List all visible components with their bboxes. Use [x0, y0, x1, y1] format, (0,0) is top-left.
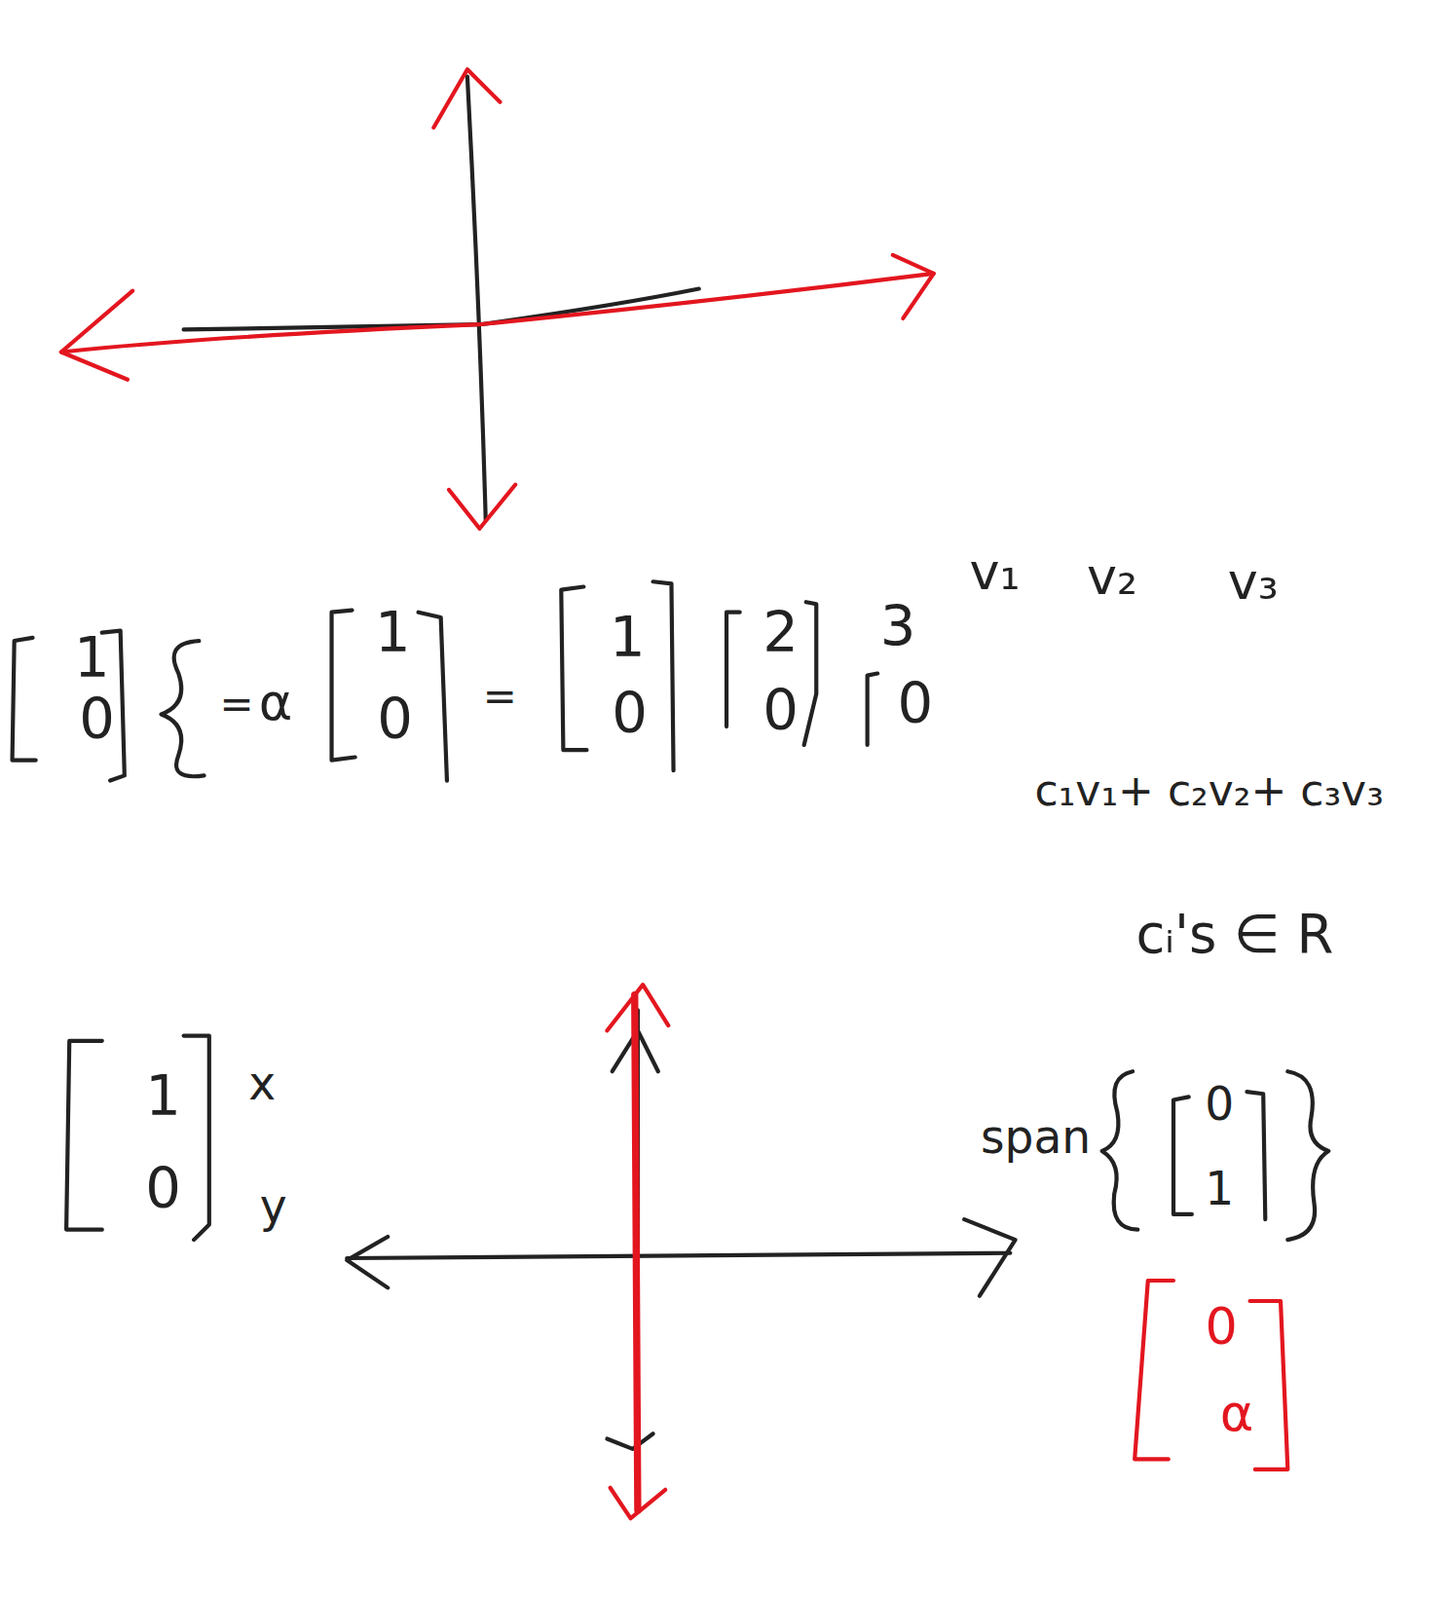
handwritten-label: cᵢ's ∈ R	[1135, 907, 1334, 961]
handwritten-label: 0	[145, 1160, 182, 1218]
handwritten-label: v₂	[1086, 551, 1138, 602]
handwritten-label: 1	[1204, 1165, 1234, 1212]
handwritten-label: c₁v₁+ c₂v₂+ c₃v₃	[1035, 769, 1384, 813]
handwritten-label: 0	[376, 691, 413, 748]
handwritten-label: 0	[1205, 1301, 1238, 1352]
handwritten-label: 0	[78, 691, 115, 748]
handwritten-label: 0	[1204, 1080, 1234, 1127]
handwritten-label: 0	[762, 683, 799, 741]
handwritten-label: span	[980, 1115, 1091, 1161]
handwritten-label: v₃	[1227, 556, 1279, 607]
handwritten-label: 1	[374, 604, 411, 662]
handwritten-label: =	[220, 683, 255, 725]
handwritten-label: 1	[145, 1069, 182, 1126]
handwritten-label: =	[483, 675, 518, 717]
handwritten-label: 2	[762, 604, 799, 662]
handwritten-label: 0	[611, 686, 648, 744]
handwritten-label: x	[248, 1060, 276, 1107]
handwritten-label: y	[260, 1183, 288, 1229]
handwritten-label: 0	[897, 675, 934, 733]
handwritten-label: 1	[609, 609, 646, 667]
handwritten-label: 1	[74, 630, 111, 687]
handwritten-label: 3	[880, 599, 917, 657]
handwritten-label: α	[1220, 1387, 1255, 1439]
handwritten-label: α	[259, 676, 294, 728]
handwritten-label: v₁	[969, 546, 1021, 597]
